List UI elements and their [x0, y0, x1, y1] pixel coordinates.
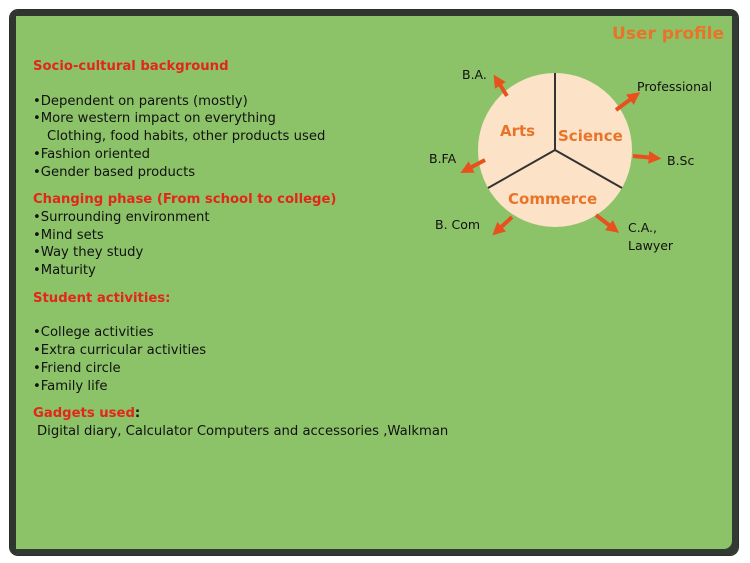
stream-diagram: Arts Science Commerce B.A. Professional …: [429, 67, 712, 253]
heading-gadgets: Gadgets used: [33, 406, 135, 422]
socio-continuation: Clothing, food habits, other products us…: [47, 129, 326, 145]
socio-item: Dependent on parents (mostly): [33, 93, 453, 111]
divider-right: [554, 149, 623, 189]
activity-item: Friend circle: [33, 360, 453, 378]
heading-socio: Socio-cultural background: [33, 59, 229, 74]
activity-item: Extra curricular activities: [33, 342, 453, 360]
text-content: Socio-cultural background Dependent on p…: [33, 58, 453, 441]
socio-item: More western impact on everything: [33, 110, 453, 128]
changing-item: Way they study: [33, 244, 453, 262]
gadgets-heading-line: Gadgets used:: [33, 405, 453, 423]
activity-item: Family life: [33, 378, 453, 396]
arrow-bsc: [632, 151, 662, 164]
segment-science: Science: [558, 127, 623, 145]
outcome-bfa: B.FA: [429, 151, 457, 166]
heading-changing: Changing phase (From school to college): [33, 192, 337, 208]
socio-item: Gender based products: [33, 164, 453, 182]
arrow-bfa: [460, 158, 486, 173]
outcome-bsc: B.Sc: [667, 153, 694, 168]
heading-activities: Student activities:: [33, 290, 171, 306]
arrow-ca: [594, 213, 620, 233]
arrow-ba: [493, 74, 509, 98]
arrow-professional: [614, 92, 641, 112]
outcome-ca-line2: Lawyer: [628, 238, 674, 253]
changing-item: Mind sets: [33, 227, 453, 245]
outcome-ba: B.A.: [462, 67, 487, 82]
segment-commerce: Commerce: [508, 190, 597, 208]
segment-arts: Arts: [500, 122, 535, 140]
slide-title: User profile: [612, 24, 724, 44]
divider-left: [487, 149, 556, 189]
changing-item: Surrounding environment: [33, 209, 453, 227]
outcome-bcom: B. Com: [435, 217, 480, 232]
gadgets-colon: :: [134, 406, 141, 422]
socio-item: Fashion oriented: [33, 146, 453, 164]
slide: User profile Socio-cultural background D…: [10, 10, 738, 555]
arrow-bcom: [492, 215, 514, 236]
outcome-ca-line1: C.A.,: [628, 220, 657, 235]
activity-item: College activities: [33, 324, 453, 342]
gadgets-text: Digital diary, Calculator Computers and …: [37, 423, 449, 439]
changing-item: Maturity: [33, 262, 453, 280]
outcome-professional: Professional: [637, 79, 712, 94]
